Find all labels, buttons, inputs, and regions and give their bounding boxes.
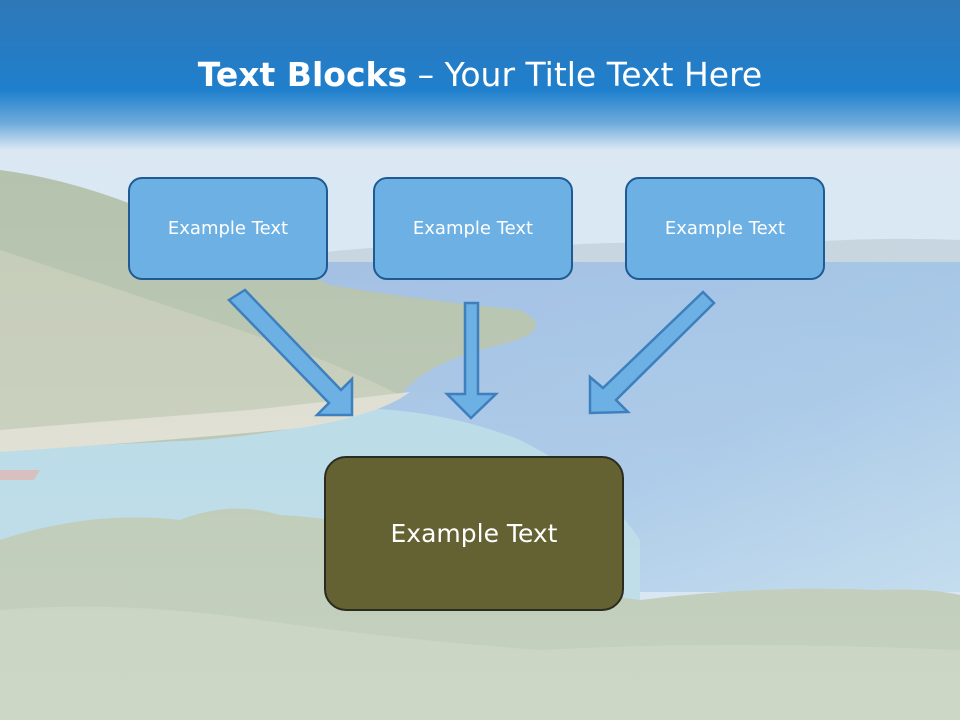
arrow-center [443,301,500,420]
text-block-1[interactable]: Example Text [128,177,328,280]
title-rest: Your Title Text Here [444,55,763,94]
target-block-label: Example Text [390,519,558,548]
target-block[interactable]: Example Text [324,456,624,611]
text-block-1-label: Example Text [167,218,289,239]
text-block-3[interactable]: Example Text [625,177,825,280]
text-block-3-label: Example Text [664,218,786,239]
title-bold: Text Blocks [197,55,408,94]
title-dash: – [407,55,445,94]
text-block-2[interactable]: Example Text [373,177,573,280]
slide-title: Text Blocks – Your Title Text Here [0,52,960,98]
arrow-right [588,290,716,415]
text-block-2-label: Example Text [412,218,534,239]
title-band [0,0,960,150]
arrow-left [227,288,354,417]
